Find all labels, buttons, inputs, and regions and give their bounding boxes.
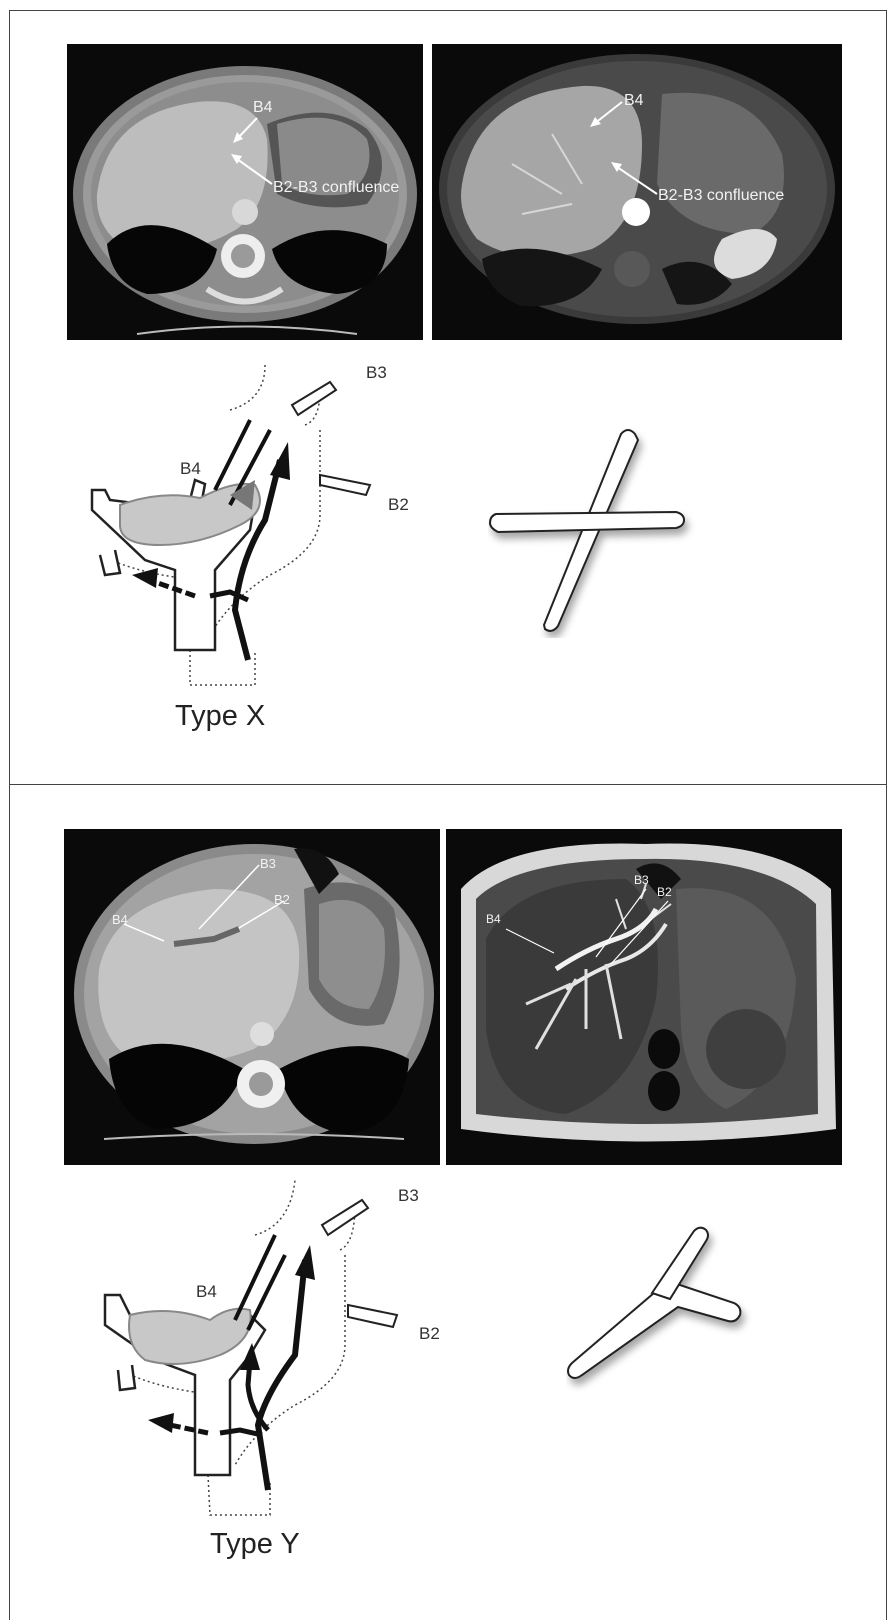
type-x-mr-confluence-label: B2-B3 confluence bbox=[658, 188, 784, 204]
type-y-mr-b4-label: B4 bbox=[486, 913, 501, 925]
type-x-diagram-b3-label: B3 bbox=[366, 364, 387, 381]
x-shape-illustration bbox=[488, 428, 708, 638]
type-y-mr-scan: B3 B4 B2 bbox=[446, 829, 842, 1165]
type-x-diagram-b2-label: B2 bbox=[388, 496, 409, 513]
type-x-mr-scan: B4 B2-B3 confluence bbox=[432, 44, 842, 340]
type-y-bile-duct-diagram bbox=[100, 1175, 460, 1525]
type-y-diagram-b4-label: B4 bbox=[196, 1283, 217, 1300]
type-x-diagram-b4-label: B4 bbox=[180, 460, 201, 477]
type-y-ct-b4-label: B4 bbox=[112, 913, 128, 926]
type-x-ct-b4-label: B4 bbox=[253, 100, 273, 116]
type-x-ct-confluence-label: B2-B3 confluence bbox=[273, 180, 399, 196]
type-y-ct-b3-label: B3 bbox=[260, 857, 276, 870]
type-x-mr-b4-label: B4 bbox=[624, 93, 644, 109]
type-y-diagram-b2-label: B2 bbox=[419, 1325, 440, 1342]
type-x-bile-duct-diagram bbox=[80, 360, 440, 700]
type-y-mr-b2-label: B2 bbox=[657, 886, 672, 898]
type-y-caption: Type Y bbox=[210, 1528, 300, 1561]
type-y-ct-scan: B3 B4 B2 bbox=[64, 829, 440, 1165]
type-y-diagram-b3-label: B3 bbox=[398, 1187, 419, 1204]
type-x-caption: Type X bbox=[175, 700, 265, 733]
type-y-ct-b2-label: B2 bbox=[274, 893, 290, 906]
type-x-ct-scan: B4 B2-B3 confluence bbox=[67, 44, 423, 340]
type-y-mr-b3-label: B3 bbox=[634, 874, 649, 886]
y-shape-illustration bbox=[566, 1225, 766, 1395]
